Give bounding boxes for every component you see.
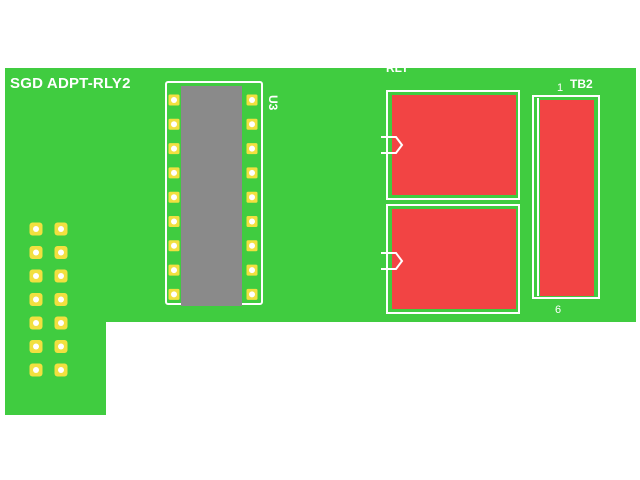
relay-2-body <box>392 209 516 309</box>
u3-pin-right-1-hole <box>249 97 255 103</box>
u3-pin-left-6-hole <box>171 218 177 225</box>
header-pad-a-7-hole <box>33 367 39 373</box>
u3-pin-right-2-hole <box>249 121 255 128</box>
u3-pin-right-5-hole <box>249 194 255 201</box>
header-pad-b-3-hole <box>58 273 64 279</box>
u3-pin-left-5-hole <box>171 194 177 201</box>
u3-pin-left-3-hole <box>171 145 177 152</box>
tb2-pin-6-label: 6 <box>555 304 562 316</box>
u3-pin-left-9-hole <box>171 291 177 298</box>
header-pad-a-6-hole <box>33 343 39 350</box>
u3-pin-left-7-hole <box>171 242 177 249</box>
u3-pin-left-2-hole <box>171 121 177 128</box>
header-pad-a-2-hole <box>33 249 39 256</box>
u3-ic-body <box>181 86 242 306</box>
u3-pin-left-8-hole <box>171 267 177 274</box>
u3-pin-right-8-hole <box>249 267 255 274</box>
u3-pin-left-4-hole <box>171 169 177 176</box>
u3-pin-right-6-hole <box>249 218 255 225</box>
relay-1-outline <box>386 90 520 200</box>
tb2-body <box>540 100 594 296</box>
u3-pin-right-9-hole <box>249 291 255 298</box>
header-pad-a-4-hole <box>33 296 39 303</box>
header-pad-b-2-hole <box>58 249 64 256</box>
header-pad-b-1-hole <box>58 226 64 232</box>
header-pad-b-5-hole <box>58 320 64 326</box>
relay-2-outline <box>386 204 520 314</box>
relay-1-notch <box>381 136 404 154</box>
header-pad-group <box>29 222 68 377</box>
u3-reference-label: U3 <box>266 95 280 111</box>
u3-pin-right-4-hole <box>249 169 255 176</box>
board-title: SGD ADPT-RLY2 <box>10 75 131 92</box>
u3-pin-group <box>168 94 258 300</box>
tb2-outline <box>532 95 600 299</box>
relay-2-notch <box>381 252 404 270</box>
relay-1-body <box>392 95 516 195</box>
tb2-pin-1-label: 1 <box>557 82 564 94</box>
u3-pin-right-7-hole <box>249 242 255 249</box>
header-pad-a-3-hole <box>33 273 39 279</box>
header-pad-b-4-hole <box>58 296 64 303</box>
u3-pin-left-1-hole <box>171 97 177 103</box>
header-pad-a-1-hole <box>33 226 39 232</box>
tb2-reference-label: TB2 <box>570 77 593 91</box>
u3-pin-right-3-hole <box>249 145 255 152</box>
header-pad-a-5-hole <box>33 320 39 326</box>
header-pad-b-6-hole <box>58 343 64 350</box>
relay-reference-label: RLY <box>386 61 409 75</box>
header-pad-b-7-hole <box>58 367 64 373</box>
